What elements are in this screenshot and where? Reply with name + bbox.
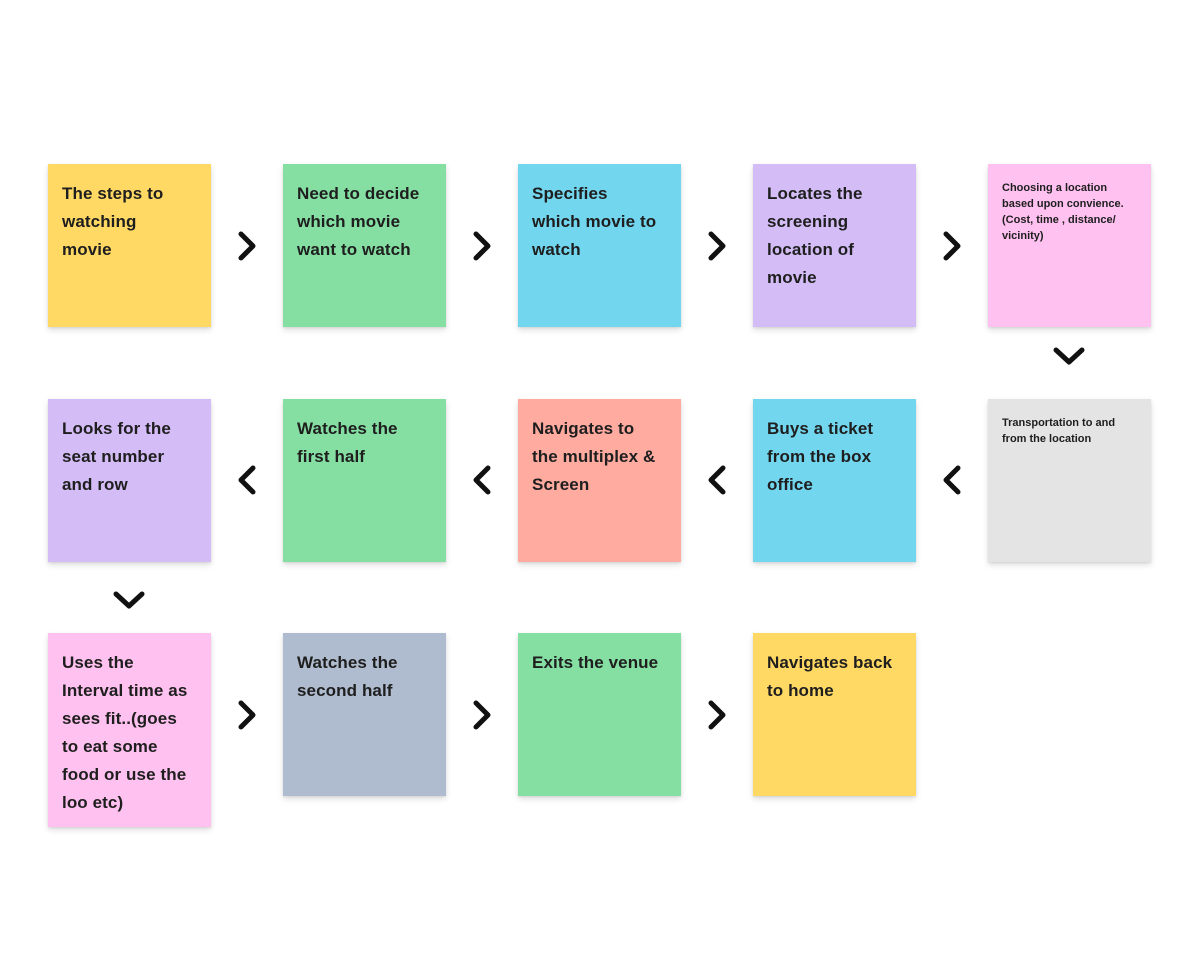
chevron-right-icon[interactable] <box>471 699 493 731</box>
sticky-note-text: Watches the first half <box>297 419 398 466</box>
sticky-note-locates-screening-location[interactable]: Locates the screening location of movie <box>753 164 916 327</box>
chevron-left-icon[interactable] <box>236 464 258 496</box>
chevron-right-icon[interactable] <box>941 230 963 262</box>
sticky-note-decide-which-movie[interactable]: Need to decide which movie want to watch <box>283 164 446 327</box>
sticky-note-exits-venue[interactable]: Exits the venue <box>518 633 681 796</box>
sticky-note-text: Transportation to and from the location <box>1002 417 1116 445</box>
sticky-note-specifies-movie[interactable]: Specifies which movie to watch <box>518 164 681 327</box>
sticky-note-text: Navigates back to home <box>767 653 893 700</box>
chevron-right-icon[interactable] <box>706 230 728 262</box>
chevron-left-icon[interactable] <box>471 464 493 496</box>
sticky-note-text: Need to decide which movie want to watch <box>297 184 420 259</box>
sticky-note-text: Watches the second half <box>297 653 398 700</box>
sticky-note-looks-for-seat[interactable]: Looks for the seat number and row <box>48 399 211 562</box>
sticky-note-text: Exits the venue <box>532 653 659 672</box>
chevron-right-icon[interactable] <box>236 230 258 262</box>
chevron-right-icon[interactable] <box>471 230 493 262</box>
sticky-note-choosing-location-convenience[interactable]: Choosing a location based upon convience… <box>988 164 1151 327</box>
sticky-note-text: Choosing a location based upon convience… <box>1002 182 1124 242</box>
sticky-note-navigates-home[interactable]: Navigates back to home <box>753 633 916 796</box>
sticky-note-interval-time[interactable]: Uses the Interval time as sees fit..(goe… <box>48 633 211 827</box>
chevron-right-icon[interactable] <box>706 699 728 731</box>
sticky-note-watches-second-half[interactable]: Watches the second half <box>283 633 446 796</box>
chevron-left-icon[interactable] <box>706 464 728 496</box>
chevron-down-icon[interactable] <box>112 589 146 611</box>
sticky-note-text: The steps to watching movie <box>62 184 164 259</box>
sticky-note-text: Navigates to the multiplex & Screen <box>532 419 656 494</box>
chevron-left-icon[interactable] <box>941 464 963 496</box>
sticky-note-text: Uses the Interval time as sees fit..(goe… <box>62 653 188 812</box>
sticky-note-buys-ticket[interactable]: Buys a ticket from the box office <box>753 399 916 562</box>
chevron-right-icon[interactable] <box>236 699 258 731</box>
sticky-note-text: Specifies which movie to watch <box>532 184 657 259</box>
sticky-note-text: Locates the screening location of movie <box>767 184 863 287</box>
chevron-down-icon[interactable] <box>1052 345 1086 367</box>
sticky-note-text: Looks for the seat number and row <box>62 419 171 494</box>
sticky-note-transportation[interactable]: Transportation to and from the location <box>988 399 1151 562</box>
sticky-note-text: Buys a ticket from the box office <box>767 419 874 494</box>
sticky-note-watches-first-half[interactable]: Watches the first half <box>283 399 446 562</box>
sticky-note-steps-to-watching-movie[interactable]: The steps to watching movie <box>48 164 211 327</box>
sticky-note-navigates-multiplex[interactable]: Navigates to the multiplex & Screen <box>518 399 681 562</box>
